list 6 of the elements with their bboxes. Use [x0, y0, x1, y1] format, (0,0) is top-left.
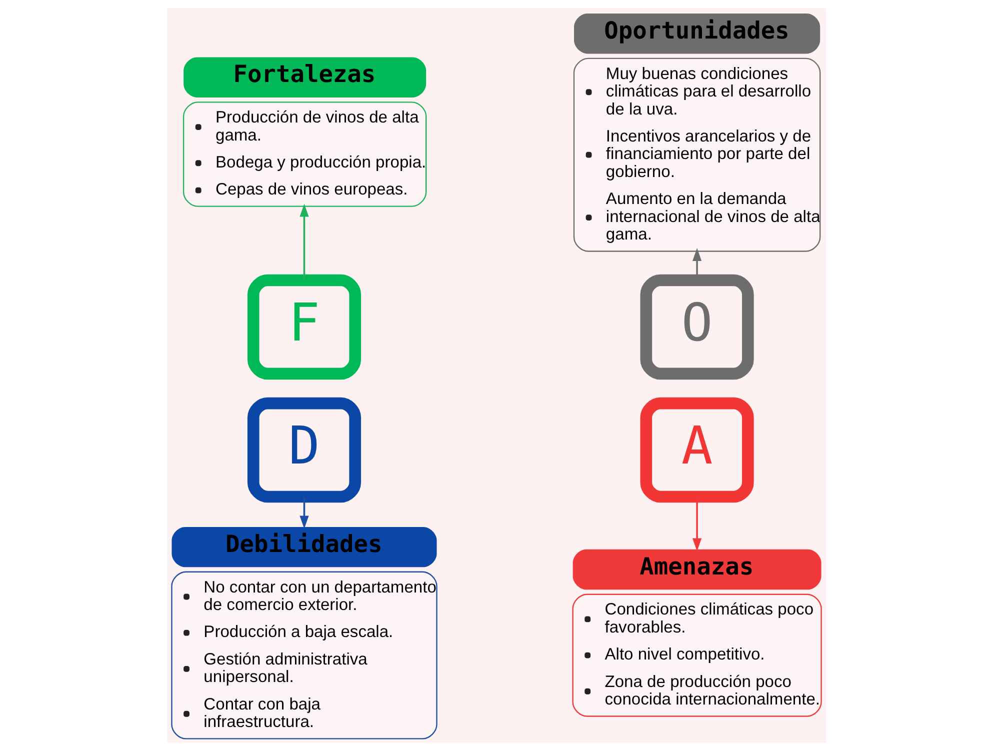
node-box: F [247, 274, 362, 380]
arrow [300, 497, 309, 529]
node-box: O [640, 274, 754, 380]
node-box: D [247, 397, 362, 503]
node-box: A [640, 397, 754, 503]
arrow [300, 204, 309, 280]
